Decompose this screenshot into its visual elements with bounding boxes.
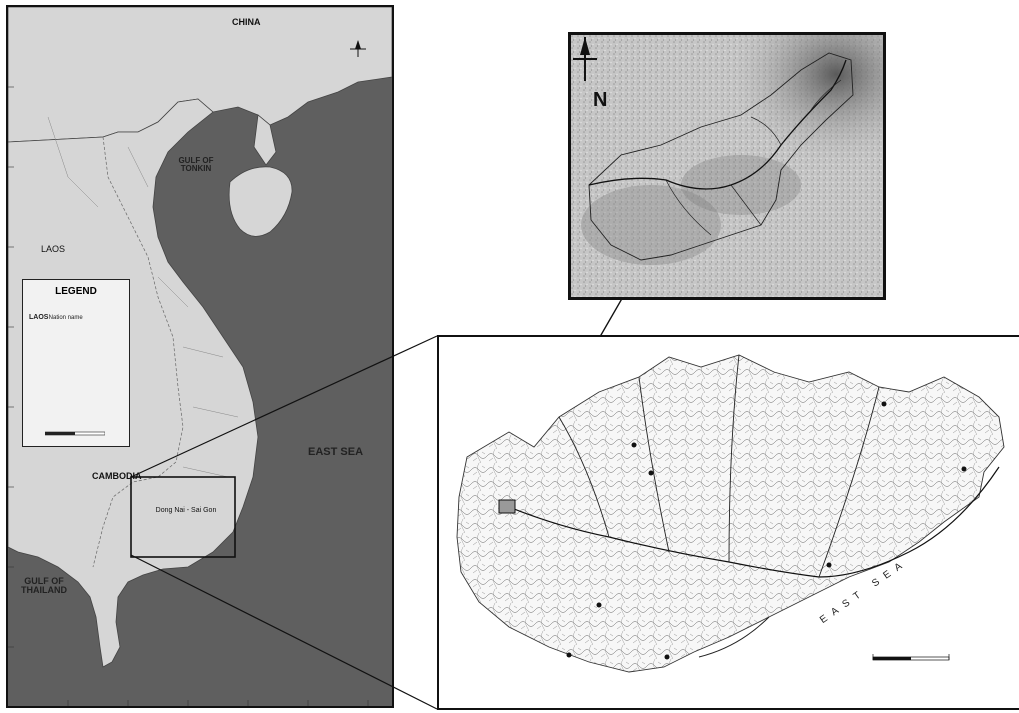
- relief-midland: [681, 155, 801, 215]
- legend-symbol: LAOS: [29, 314, 49, 321]
- leizhou-peninsula: [253, 114, 277, 166]
- city-marker-icon: [631, 442, 637, 448]
- national-boundary: [92, 136, 184, 568]
- city-marker-icon: [826, 562, 832, 568]
- basin-relief-svg: [571, 35, 883, 297]
- label-china: CHINA: [232, 17, 261, 27]
- vietnam-map-svg: [8, 7, 392, 706]
- connector-top: [130, 335, 438, 478]
- label-gulf-tonkin: GULF OF TONKIN: [178, 156, 214, 173]
- legend-row-nation: LAOS Nation name: [29, 314, 83, 321]
- basin-boundaries: [47, 116, 239, 478]
- relief-lowland: [581, 185, 721, 265]
- north-arrow-icon: [573, 37, 597, 81]
- city-marker-icon: [664, 654, 670, 660]
- north-arrow-icon: [350, 40, 366, 57]
- study-area-box: [130, 476, 236, 558]
- city-marker-icon: [961, 466, 967, 472]
- scale-bar-icon: [872, 654, 950, 661]
- north-label: N: [593, 89, 608, 111]
- basin-outline: [588, 52, 854, 261]
- detail-main-river: [508, 466, 1000, 578]
- detail-river-2: [558, 354, 880, 578]
- detail-basin-area: [456, 354, 1005, 673]
- map-legend: LEGEND LAOS Nation name: [22, 279, 130, 447]
- basin-relief-map: N: [568, 32, 886, 300]
- city-markers: [566, 401, 967, 660]
- legend-text: Nation name: [48, 315, 83, 321]
- city-marker-icon: [881, 401, 887, 407]
- connector-bottom: [130, 554, 438, 710]
- graticule-ticks: [8, 86, 369, 706]
- detail-coast: [698, 616, 770, 658]
- city-marker-icon: [596, 602, 602, 608]
- scale-bar-icon: [45, 431, 105, 436]
- vietnam-overview-map: CHINA LAOS CAMBODIA GULF OF TONKIN GULF …: [6, 5, 394, 708]
- tributary-1: [665, 79, 842, 236]
- indochina-landmass: [8, 98, 259, 668]
- city-marker-icon: [566, 652, 572, 658]
- city-marker-icon: [648, 470, 654, 476]
- label-cambodia: CAMBODIA: [92, 471, 142, 481]
- basin-locator-box: [498, 499, 516, 514]
- main-river: [588, 59, 847, 190]
- legend-title: LEGEND: [55, 286, 97, 297]
- label-east-sea: EAST SEA: [308, 446, 364, 458]
- river-network-svg: [456, 354, 1005, 673]
- label-dong-nai-sai-gon: Dong Nai - Sai Gon: [155, 507, 217, 514]
- river-network-detail-map: [437, 335, 1019, 710]
- label-laos: LAOS: [41, 244, 66, 254]
- hainan-island: [228, 166, 293, 237]
- label-gulf-thailand: GULF OF THAILAND: [21, 576, 67, 595]
